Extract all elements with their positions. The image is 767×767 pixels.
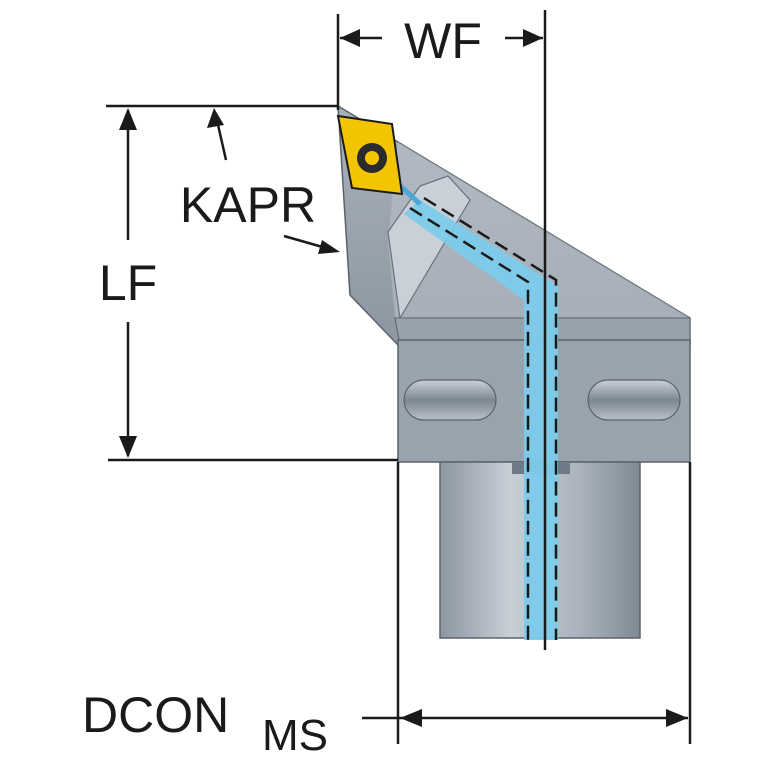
kapr-label: KAPR (180, 177, 316, 233)
wf-label: WF (404, 13, 482, 69)
dcon-subscript-label: MS (262, 711, 328, 760)
cutting-insert (336, 114, 404, 196)
dimension-lines (106, 10, 692, 744)
left-clamp-slot (403, 379, 497, 421)
dcon-label: DCON (82, 687, 229, 743)
tool-head (337, 104, 691, 346)
right-clamp-slot (587, 379, 681, 421)
lf-label: LF (99, 255, 157, 311)
